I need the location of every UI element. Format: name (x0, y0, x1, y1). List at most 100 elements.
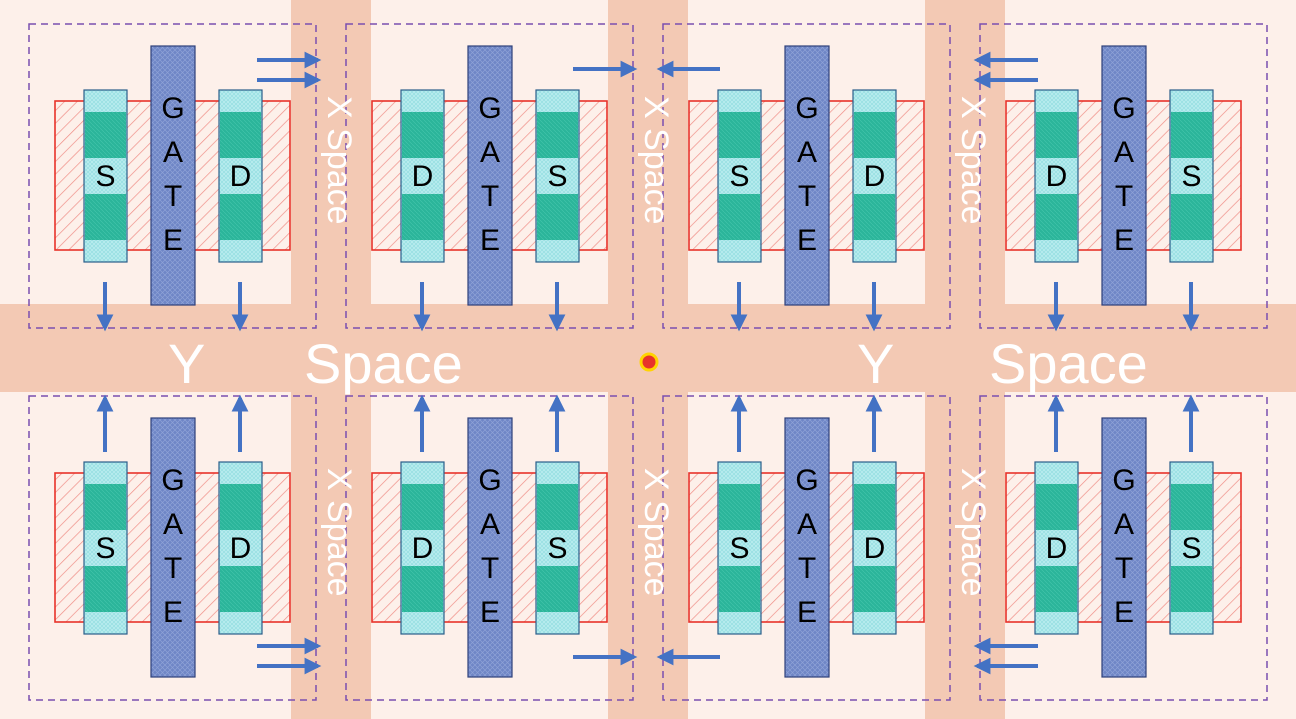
x-space-label: X Space (954, 96, 992, 225)
right-contact-lower (220, 566, 261, 612)
right-contact-lower (854, 194, 895, 240)
right-contact-upper (537, 112, 578, 158)
gate-poly (150, 45, 196, 306)
right-terminal-label: S (1181, 160, 1201, 193)
right-contact-upper (220, 484, 261, 530)
left-contact-upper (719, 484, 760, 530)
left-contact-lower (85, 194, 126, 240)
left-contact-lower (1036, 566, 1077, 612)
gate-letter: E (163, 596, 183, 629)
y-space-label-y-right: Y (857, 332, 894, 395)
gate-letter: G (1112, 92, 1135, 125)
arrows-layer (96, 51, 1200, 675)
x-space-label: X Space (637, 468, 675, 597)
left-terminal-label: D (412, 532, 434, 565)
gate-poly (1101, 45, 1147, 306)
left-contact-upper (402, 484, 443, 530)
gate-letter: G (161, 464, 184, 497)
gate-letter: T (798, 552, 816, 585)
right-contact-upper (220, 112, 261, 158)
gate-poly (784, 417, 830, 678)
cell-boundary (345, 23, 634, 329)
x-space-label: X Space (320, 468, 358, 597)
left-contact-lower (402, 194, 443, 240)
cell-boundary (28, 23, 317, 329)
left-terminal-label: D (1046, 160, 1068, 193)
x-space-label: X Space (320, 96, 358, 225)
left-terminal-label: S (729, 160, 749, 193)
x-space-band (291, 0, 371, 719)
gate-letter: E (797, 224, 817, 257)
cell-boundary (979, 395, 1268, 701)
gate-letter: T (798, 180, 816, 213)
gate-letter: E (480, 224, 500, 257)
right-terminal-label: D (230, 532, 252, 565)
left-contact-upper (1036, 484, 1077, 530)
gate-letter: A (797, 136, 817, 169)
left-contact-lower (719, 194, 760, 240)
gate-letter: A (1114, 136, 1134, 169)
gate-poly (467, 45, 513, 306)
right-contact-lower (537, 566, 578, 612)
left-contact-upper (85, 112, 126, 158)
left-terminal-label: S (95, 160, 115, 193)
gate-letter: T (1115, 180, 1133, 213)
gate-letter: E (1114, 596, 1134, 629)
left-contact-upper (402, 112, 443, 158)
left-contact-upper (1036, 112, 1077, 158)
gate-letter: A (480, 136, 500, 169)
left-terminal-label: S (729, 532, 749, 565)
gate-letter: T (481, 552, 499, 585)
gate-letter: G (478, 92, 501, 125)
right-contact-lower (1171, 566, 1212, 612)
right-terminal-label: D (864, 532, 886, 565)
origin-marker (639, 352, 659, 372)
right-contact-upper (537, 484, 578, 530)
left-contact-upper (719, 112, 760, 158)
right-terminal-label: D (864, 160, 886, 193)
gate-letter: G (161, 92, 184, 125)
right-contact-lower (854, 566, 895, 612)
gate-letter: A (163, 508, 183, 541)
gate-letter: G (795, 464, 818, 497)
right-contact-lower (537, 194, 578, 240)
left-terminal-label: D (412, 160, 434, 193)
cell-boundary (345, 395, 634, 701)
left-terminal-label: S (95, 532, 115, 565)
left-terminal-label: D (1046, 532, 1068, 565)
gate-poly (1101, 417, 1147, 678)
right-contact-upper (854, 484, 895, 530)
right-terminal-label: S (547, 532, 567, 565)
gate-poly (150, 417, 196, 678)
right-contact-lower (1171, 194, 1212, 240)
gate-letter: A (797, 508, 817, 541)
gate-letter: T (164, 552, 182, 585)
gate-letter: E (480, 596, 500, 629)
left-contact-lower (402, 566, 443, 612)
gate-letter: T (164, 180, 182, 213)
right-contact-upper (1171, 484, 1212, 530)
left-contact-lower (85, 566, 126, 612)
cell-boundary (662, 395, 951, 701)
gate-poly (467, 417, 513, 678)
left-contact-lower (719, 566, 760, 612)
y-space-label-y-left: Y (168, 332, 205, 395)
right-contact-upper (1171, 112, 1212, 158)
x-space-label: X Space (637, 96, 675, 225)
y-space-label-word-right: Space (989, 332, 1148, 395)
gate-letter: A (163, 136, 183, 169)
gate-poly (784, 45, 830, 306)
gate-letter: A (1114, 508, 1134, 541)
right-terminal-label: D (230, 160, 252, 193)
